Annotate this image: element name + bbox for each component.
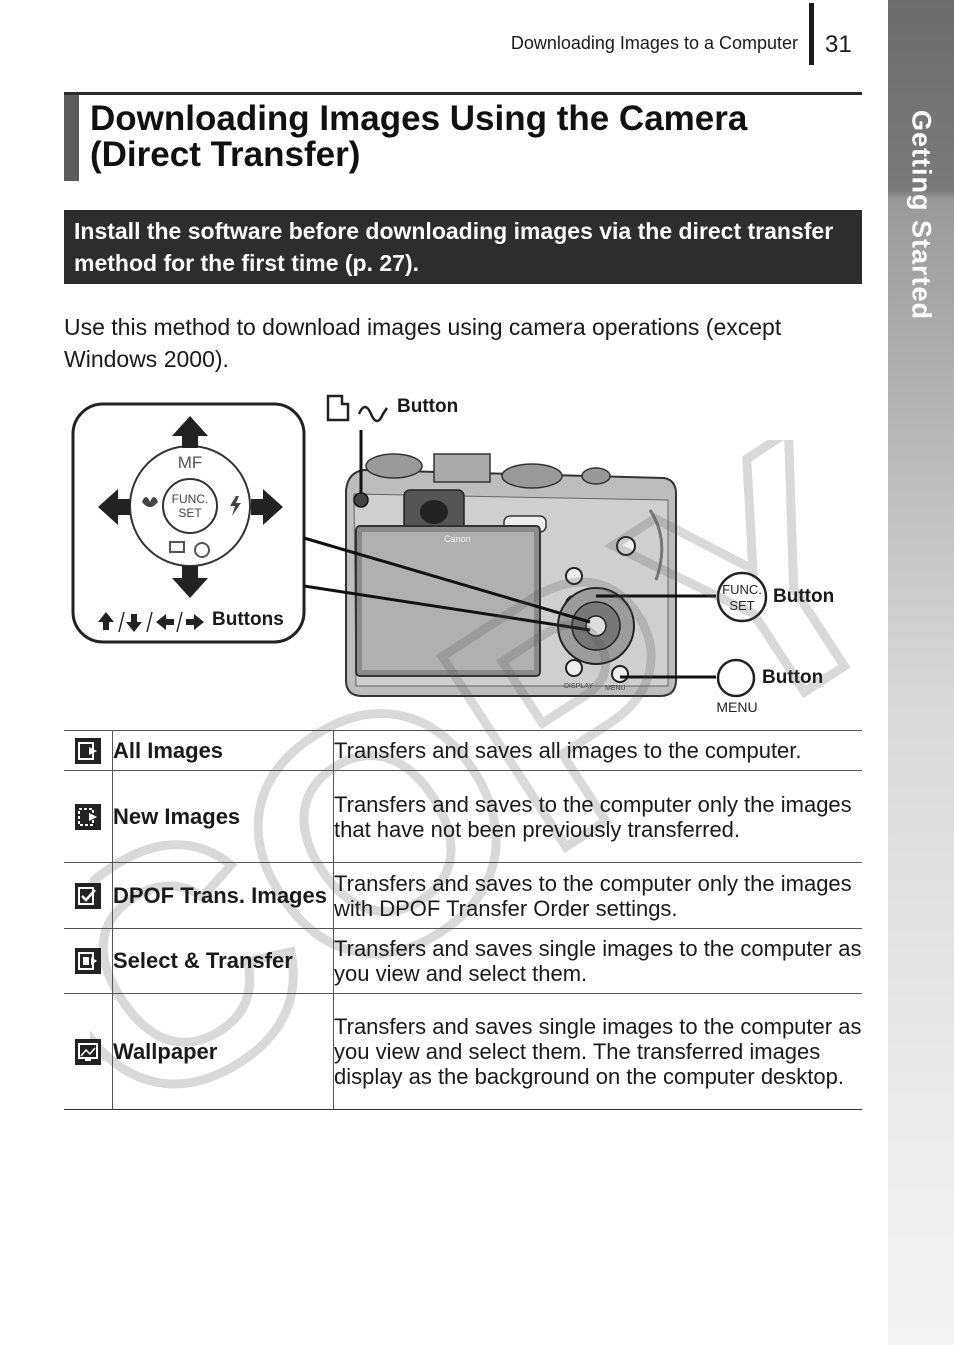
callout-lines [303,430,716,679]
mode-name: New Images [112,770,334,863]
transfer-new-icon [75,803,101,830]
menu-button-on-camera [611,665,629,683]
mode-name: Wallpaper [112,993,334,1110]
svg-text:MENU: MENU [716,699,757,715]
mode-description: Transfers and saves all images to the co… [333,730,862,771]
table-row: New Images Transfers and saves to the co… [64,770,862,863]
transfer-all-icon [75,737,101,764]
menu-button-icon: MENU [716,658,758,715]
transfer-modes-table: All Images Transfers and saves all image… [64,730,862,1110]
func-label-1: FUNC. [172,492,209,506]
arrow-up-icon [172,416,208,448]
page-title-line-2: (Direct Transfer) [90,135,361,174]
table-row: DPOF Trans. Images Transfers and saves t… [64,862,862,929]
notice-text: Install the software before downloading … [74,218,834,276]
mode-description: Transfers and saves single images to the… [333,928,862,994]
print-button-on-camera [353,492,369,508]
menu-small-label: MENU [605,685,626,692]
menu-button-label: Button [762,667,824,688]
intro-paragraph: Use this method to download images using… [64,314,782,372]
self-timer-icon [194,542,210,558]
camera-body: Canon DISPLAY MENU [345,453,677,697]
mode-name: DPOF Trans. Images [112,862,334,929]
func-set-button-icon: FUNC. SET [716,571,768,623]
flash-icon [230,496,241,516]
arrow-right-icon [251,489,283,525]
page-title-line-1: Downloading Images Using the Camera [90,99,748,138]
table-row: Select & Transfer Transfers and saves si… [64,928,862,994]
camera-brand: Canon [444,534,471,544]
wallpaper-icon [75,1038,101,1065]
mode-name: All Images [112,730,334,771]
display-small-label: DISPLAY [564,683,593,690]
side-tab-label: Getting Started [906,109,937,321]
arrow-pad-inset: MF FUNC. SET [71,402,306,644]
notice-banner: Install the software before downloading … [64,210,862,284]
side-tab [888,0,954,1345]
arrow-left-icon [98,489,130,525]
transfer-dpof-icon [75,882,101,909]
macro-icon [142,497,158,507]
func-label-2: SET [178,506,202,520]
mode-name: Select & Transfer [112,928,334,994]
page-heading-box: Downloading Images Using the Camera (Dir… [64,92,862,181]
arrow-down-icon [172,566,208,598]
mode-description: Transfers and saves to the computer only… [333,862,862,929]
table-row: All Images Transfers and saves all image… [64,730,862,771]
arrow-buttons-glyph [98,612,114,630]
header-divider [809,3,814,65]
svg-text:FUNC.: FUNC. [722,582,762,597]
print-share-icon [326,394,389,423]
camera-illustration: MF FUNC. SET [71,394,768,715]
heading-accent-bar [64,95,79,181]
page-number: 31 [825,31,852,58]
print-button-label: Button [397,396,459,417]
camera-diagram: MF FUNC. SET [64,390,864,720]
drive-mode-icon [169,541,185,553]
svg-text:SET: SET [729,598,754,613]
table-row: Wallpaper Transfers and saves single ima… [64,993,862,1110]
page-title: Downloading Images Using the Camera (Dir… [90,101,747,173]
select-transfer-icon [75,948,101,974]
mf-label: MF [178,453,203,472]
running-header: Downloading Images to a Computer [510,33,798,53]
mode-description: Transfers and saves to the computer only… [333,770,862,863]
arrow-buttons-label: Buttons [212,609,284,630]
func-set-button-label: Button [773,586,835,607]
mode-description: Transfers and saves single images to the… [333,993,862,1110]
